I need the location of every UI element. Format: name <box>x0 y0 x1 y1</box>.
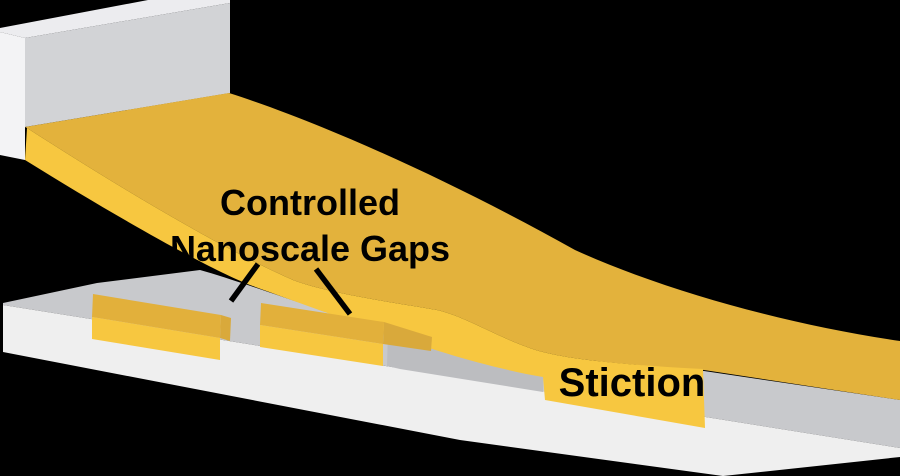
gaps-label-line1: Controlled <box>220 182 400 223</box>
landing-pad-right <box>260 303 432 366</box>
pad-front-face <box>92 317 220 360</box>
pad-side-face <box>383 322 432 351</box>
gap-annotation <box>228 262 353 316</box>
pad-side-face <box>220 315 231 341</box>
gap-pointer-line-right <box>313 267 353 316</box>
substrate-front-face <box>3 305 900 476</box>
beam-front-face <box>25 128 705 428</box>
wall-top-face <box>0 0 230 38</box>
landing-pad-left <box>92 294 231 360</box>
beam-top-face <box>25 93 900 400</box>
wall-side-face <box>0 32 25 160</box>
pad-top-face <box>260 303 384 344</box>
cantilever-beam <box>25 93 900 428</box>
wall-front-face <box>25 3 230 127</box>
anchor-wall <box>0 0 230 160</box>
pad-front-face <box>260 325 383 366</box>
gap-pointer-line-left <box>228 262 261 303</box>
stiction-label: Stiction <box>559 361 706 405</box>
pad-top-face <box>92 294 221 338</box>
gaps-label-line2: Nanoscale Gaps <box>170 228 450 269</box>
